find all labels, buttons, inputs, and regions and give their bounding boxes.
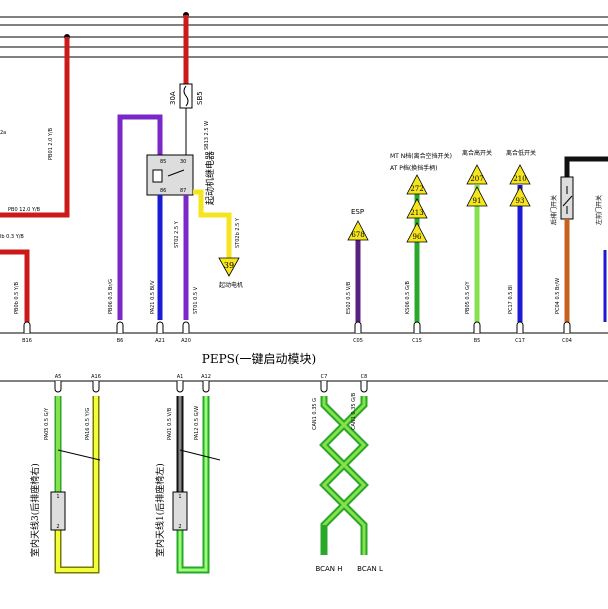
wire-label-a16: PA16 0.5 Y/G bbox=[85, 408, 91, 440]
connector-b5: B5 bbox=[474, 338, 481, 344]
triangle-272-id: 272 bbox=[410, 185, 423, 193]
module-title: PEPS(一键启动模块) bbox=[202, 352, 317, 366]
starter-connector-id: 39 bbox=[224, 261, 234, 270]
antenna-3-wires: 1 2 PA05 0.5 G/Y PA16 0.5 Y/G 室内天线3(后排座椅… bbox=[29, 396, 101, 574]
relay-icon: 85 30 86 87 起动机继电器 bbox=[146, 151, 216, 205]
relay-pin-86: 86 bbox=[160, 188, 166, 194]
triangle-96-id: 96 bbox=[413, 233, 422, 241]
triangle-93-id: 93 bbox=[516, 197, 525, 205]
relay-name: 起动机继电器 bbox=[204, 151, 216, 205]
antenna-1-wires: 1 2 PA01 0.5 V/B PA12 0.5 G/W 室内天线1(后排座椅… bbox=[154, 396, 221, 574]
connector-b16: B16 bbox=[22, 338, 32, 344]
wire-label-c17: PC17 0.5 Bl bbox=[508, 285, 514, 314]
can-twisted-pair: CAN1 0.35 G CAN1 0.35 G/B BCAN H BCAN L bbox=[312, 392, 383, 573]
antenna-1-label: 室内天线1(后排座椅左) bbox=[154, 463, 166, 557]
svg-text:2: 2 bbox=[178, 524, 181, 530]
triangle-91 bbox=[466, 186, 488, 207]
left-red-wires: PB01 2.0 Y/B PB0 12.0 Y/B lb 0.3 Y/B 2a bbox=[0, 34, 70, 322]
starter-connector-icon bbox=[218, 257, 240, 277]
wire-label-a21: PA21 0.5 Bl/V bbox=[150, 280, 156, 314]
connector-a20: A20 bbox=[181, 338, 191, 344]
fuse-feed: 30A SB5 SB13 2.5 W bbox=[169, 12, 210, 155]
at-note: AT P档(换挡手柄) bbox=[390, 164, 438, 172]
left-wire-label-2: PB0 12.0 Y/B bbox=[8, 207, 41, 213]
triangle-272 bbox=[406, 174, 428, 195]
top-connector-pins bbox=[23, 321, 571, 333]
wire-label-a1: PA01 0.5 V/B bbox=[167, 407, 173, 440]
wire-label-c8: CAN1 0.35 G/B bbox=[351, 392, 357, 430]
antenna-3-icon bbox=[50, 491, 66, 531]
connector-c15: C15 bbox=[412, 338, 422, 344]
triangle-207 bbox=[466, 164, 488, 185]
svg-text:1: 1 bbox=[56, 494, 59, 500]
mt-note: MT N档(离合空挡开关) bbox=[390, 152, 452, 160]
triangle-96 bbox=[406, 222, 428, 243]
connector-c8: C8 bbox=[361, 374, 368, 380]
wire-label-a12: PA12 0.5 G/W bbox=[194, 406, 200, 440]
fuse-rating: 30A bbox=[169, 91, 177, 105]
svg-text:1: 1 bbox=[178, 494, 181, 500]
svg-text:2: 2 bbox=[56, 524, 59, 530]
clutch-low: 离合低开关 bbox=[506, 149, 536, 157]
relay-wire-a: ST02 2.5 Y bbox=[174, 220, 180, 248]
relay-pin-87: 87 bbox=[180, 188, 186, 194]
wire-label-b6: PB06 0.5 Br/G bbox=[108, 279, 114, 314]
left-wire-label-1: PB01 2.0 Y/B bbox=[48, 127, 54, 160]
connector-c7: C7 bbox=[321, 374, 328, 380]
connector-c04: C04 bbox=[562, 338, 572, 344]
connector-a21: A21 bbox=[155, 338, 165, 344]
connector-c05: C05 bbox=[353, 338, 363, 344]
top-connector-ids: B16 B6 A21 A20 C05 C15 B5 C17 C04 bbox=[22, 338, 572, 344]
bottom-connector-ids: A5 A16 A1 A12 C7 C8 bbox=[55, 374, 368, 380]
wire-label-a5: PA05 0.5 G/Y bbox=[44, 407, 50, 440]
triangle-91-id: 91 bbox=[473, 197, 482, 205]
relay-wire-b: ST02b 2.5 Y bbox=[235, 217, 241, 248]
triangle-210-id: 210 bbox=[513, 175, 526, 183]
top-wire-labels: PB0b 0.5 Y/B PB06 0.5 Br/G PA21 0.5 Bl/V… bbox=[14, 278, 561, 314]
triangle-678-id: 678 bbox=[351, 231, 364, 239]
starter-name: 起动电机 bbox=[219, 281, 243, 289]
triangle-93 bbox=[509, 186, 531, 207]
connector-b6: B6 bbox=[117, 338, 124, 344]
triangle-213-id: 213 bbox=[410, 209, 423, 217]
clutch-high: 离合高开关 bbox=[462, 149, 492, 157]
door-switch-label: 后排门开关 bbox=[550, 195, 558, 225]
left-wire-label-3: lb 0.3 Y/B bbox=[0, 234, 24, 240]
fuse-id: SB5 bbox=[196, 91, 204, 105]
wire-label-c7: CAN1 0.35 G bbox=[312, 398, 318, 430]
connector-a12: A12 bbox=[201, 374, 211, 380]
bcan-h-label: BCAN H bbox=[315, 565, 342, 573]
relay-pin-85: 85 bbox=[160, 159, 166, 165]
bottom-connector-pins bbox=[54, 381, 368, 393]
relay-pin-30: 30 bbox=[180, 159, 186, 165]
triangle-207-id: 207 bbox=[470, 175, 483, 183]
connector-a1: A1 bbox=[177, 374, 184, 380]
door-switch-label-2: 左前门开关 bbox=[595, 195, 603, 225]
fuse-wire-label: SB13 2.5 W bbox=[204, 121, 210, 150]
connector-a16: A16 bbox=[91, 374, 101, 380]
antenna-1-icon bbox=[172, 491, 188, 531]
wire-label-a20: ST01 0.5 V bbox=[193, 286, 199, 314]
triangle-678 bbox=[347, 220, 369, 241]
esp-label: ESP bbox=[351, 208, 364, 216]
connector-a5: A5 bbox=[55, 374, 62, 380]
bcan-l-label: BCAN L bbox=[357, 565, 383, 573]
triangle-213 bbox=[406, 198, 428, 219]
wire-label-b5: PB05 0.5 G/Y bbox=[465, 281, 471, 314]
antenna-3-label: 室内天线3(后排座椅右) bbox=[29, 463, 41, 557]
left-small-label: 2a bbox=[0, 130, 6, 136]
wire-label-c15: KS06 0.5 G/B bbox=[405, 280, 411, 314]
wire-label-c05: ES02 0.5 V/B bbox=[346, 281, 352, 314]
power-bus bbox=[0, 16, 608, 58]
connector-c17: C17 bbox=[515, 338, 525, 344]
wire-label-c04: PC04 0.5 Br/W bbox=[555, 278, 561, 314]
wire-label-b16: PB0b 0.5 Y/B bbox=[14, 281, 20, 314]
triangle-210 bbox=[509, 164, 531, 185]
